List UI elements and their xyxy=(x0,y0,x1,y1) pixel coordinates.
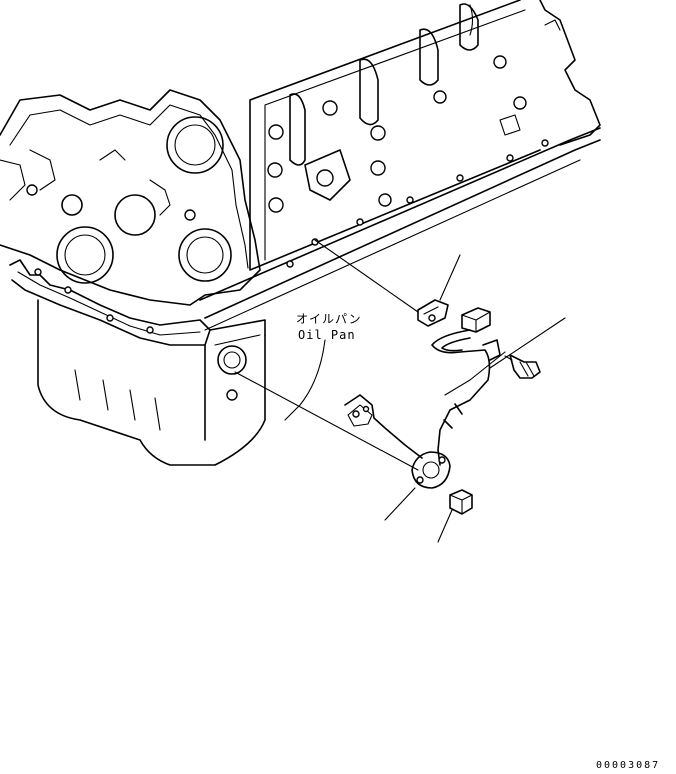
oil-pan xyxy=(9,259,266,466)
sensor-harness xyxy=(344,299,541,515)
part-label-english: Oil Pan xyxy=(298,328,356,342)
engine-block xyxy=(0,0,601,331)
drawing-number: 00003087 xyxy=(596,760,661,771)
leader-lines xyxy=(234,239,566,543)
part-label-japanese: オイルパン xyxy=(296,312,362,326)
